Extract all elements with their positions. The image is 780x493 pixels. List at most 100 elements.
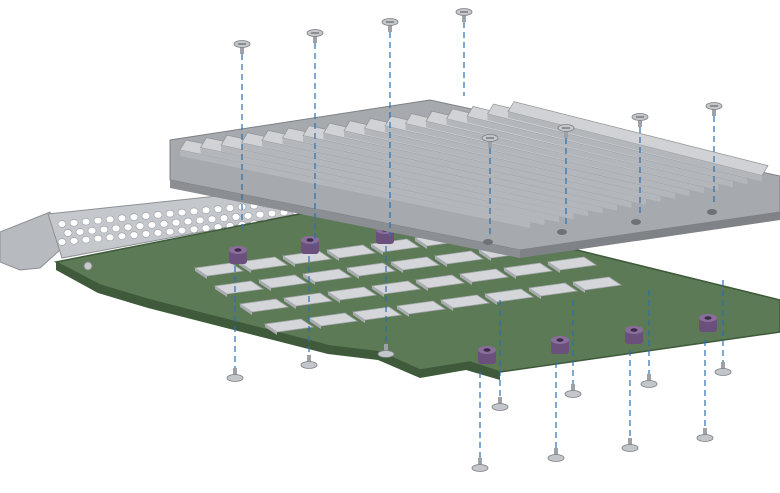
vent-hole — [57, 220, 67, 228]
memory-chip-edge — [284, 298, 296, 309]
vent-hole — [57, 238, 67, 246]
vent-hole — [243, 212, 253, 220]
vent-hole — [159, 220, 169, 228]
vent-hole — [165, 209, 175, 218]
standoff — [478, 350, 496, 364]
vent-hole — [93, 216, 103, 225]
heatsink-fin-side — [303, 135, 617, 211]
screw-guide-lines — [234, 22, 724, 458]
screw — [564, 384, 582, 398]
memory-chip-edge — [327, 250, 339, 261]
standoff-thread — [234, 248, 242, 252]
vent-hole — [75, 228, 85, 236]
vent-hole — [153, 229, 163, 237]
memory-chip-edge — [504, 268, 516, 279]
vent-hole — [213, 205, 223, 213]
vent-hole — [69, 237, 79, 245]
screw — [705, 102, 723, 116]
screw-head — [547, 454, 565, 462]
screw-shaft — [240, 44, 244, 54]
screw — [471, 458, 489, 472]
heatsink-fin-side — [200, 147, 545, 226]
vent-hole — [117, 232, 127, 240]
memory-chip-edge — [416, 280, 428, 291]
vent-hole — [255, 210, 265, 219]
vent-hole — [63, 229, 73, 237]
screw-head — [377, 350, 395, 358]
heatsink-fin-side — [282, 138, 603, 214]
screw-head — [491, 403, 509, 411]
memory-chip-edge — [441, 300, 453, 311]
vent-hole — [93, 234, 103, 243]
screw-shaft — [571, 384, 575, 394]
standoff-thread — [630, 328, 638, 332]
vent-hole — [111, 224, 121, 233]
screw — [557, 124, 575, 138]
screw — [233, 40, 251, 54]
memory-chip-edge — [240, 304, 252, 315]
memory-chip-edge — [435, 256, 447, 267]
vent-hole — [267, 209, 277, 218]
vent-hole — [165, 227, 175, 236]
vent-hole — [177, 208, 187, 217]
standoff — [625, 330, 643, 344]
memory-chip-edge — [265, 324, 277, 335]
memory-chip-edge — [573, 282, 585, 293]
vent-hole — [201, 206, 211, 214]
memory-chip-edge — [460, 274, 472, 285]
memory-chip-edge — [328, 292, 340, 303]
screw — [226, 368, 244, 382]
screw-shaft — [488, 138, 492, 148]
vent-hole — [99, 225, 109, 234]
heatsink-hole — [707, 209, 717, 215]
memory-chip-edge — [391, 262, 403, 273]
vent-hole — [225, 204, 235, 212]
vent-hole — [141, 212, 151, 220]
screw — [377, 344, 395, 358]
standoff-thread — [704, 316, 712, 320]
standoff — [229, 250, 247, 264]
screw — [631, 113, 649, 127]
memory-chip-edge — [372, 286, 384, 297]
screw-head — [696, 434, 714, 442]
vent-hole — [87, 227, 97, 235]
screw-shaft — [638, 117, 642, 127]
standoff-thread — [483, 348, 491, 352]
vent-hole — [81, 218, 91, 226]
vent-hole — [117, 214, 127, 222]
screw-shaft — [647, 374, 651, 384]
heatsink-hole — [483, 239, 493, 245]
screw-shaft — [564, 128, 568, 138]
memory-chip-edge — [283, 256, 295, 267]
heatsink-fin-side — [446, 118, 719, 191]
vent-hole — [219, 214, 229, 222]
screw — [455, 8, 473, 22]
heatsink-fin-side — [323, 133, 632, 208]
vent-hole — [183, 217, 193, 226]
screw-shaft — [307, 355, 311, 365]
heatsink-fin-side — [364, 128, 661, 202]
heatsink-fin-side — [385, 126, 675, 199]
vent-hole — [231, 213, 241, 221]
memory-chip-edge — [479, 250, 491, 261]
memory-chip — [325, 244, 377, 259]
vent-hole — [147, 221, 157, 229]
screw — [621, 438, 639, 452]
screw-shaft — [721, 362, 725, 372]
vent-hole — [135, 222, 145, 230]
vent-hole — [195, 216, 205, 225]
vent-hole — [201, 224, 211, 232]
memory-chip-edge — [397, 306, 409, 317]
screw-shaft — [703, 428, 707, 438]
screw-shaft — [384, 344, 388, 354]
screw — [481, 134, 499, 148]
memory-chip-edge — [485, 294, 497, 305]
screw — [300, 355, 318, 369]
screw — [381, 18, 399, 32]
memory-chip-edge — [353, 312, 365, 323]
standoff — [551, 340, 569, 354]
heatsink-hole — [631, 219, 641, 225]
heatsink-hole — [557, 229, 567, 235]
memory-chip-edge — [239, 262, 251, 273]
